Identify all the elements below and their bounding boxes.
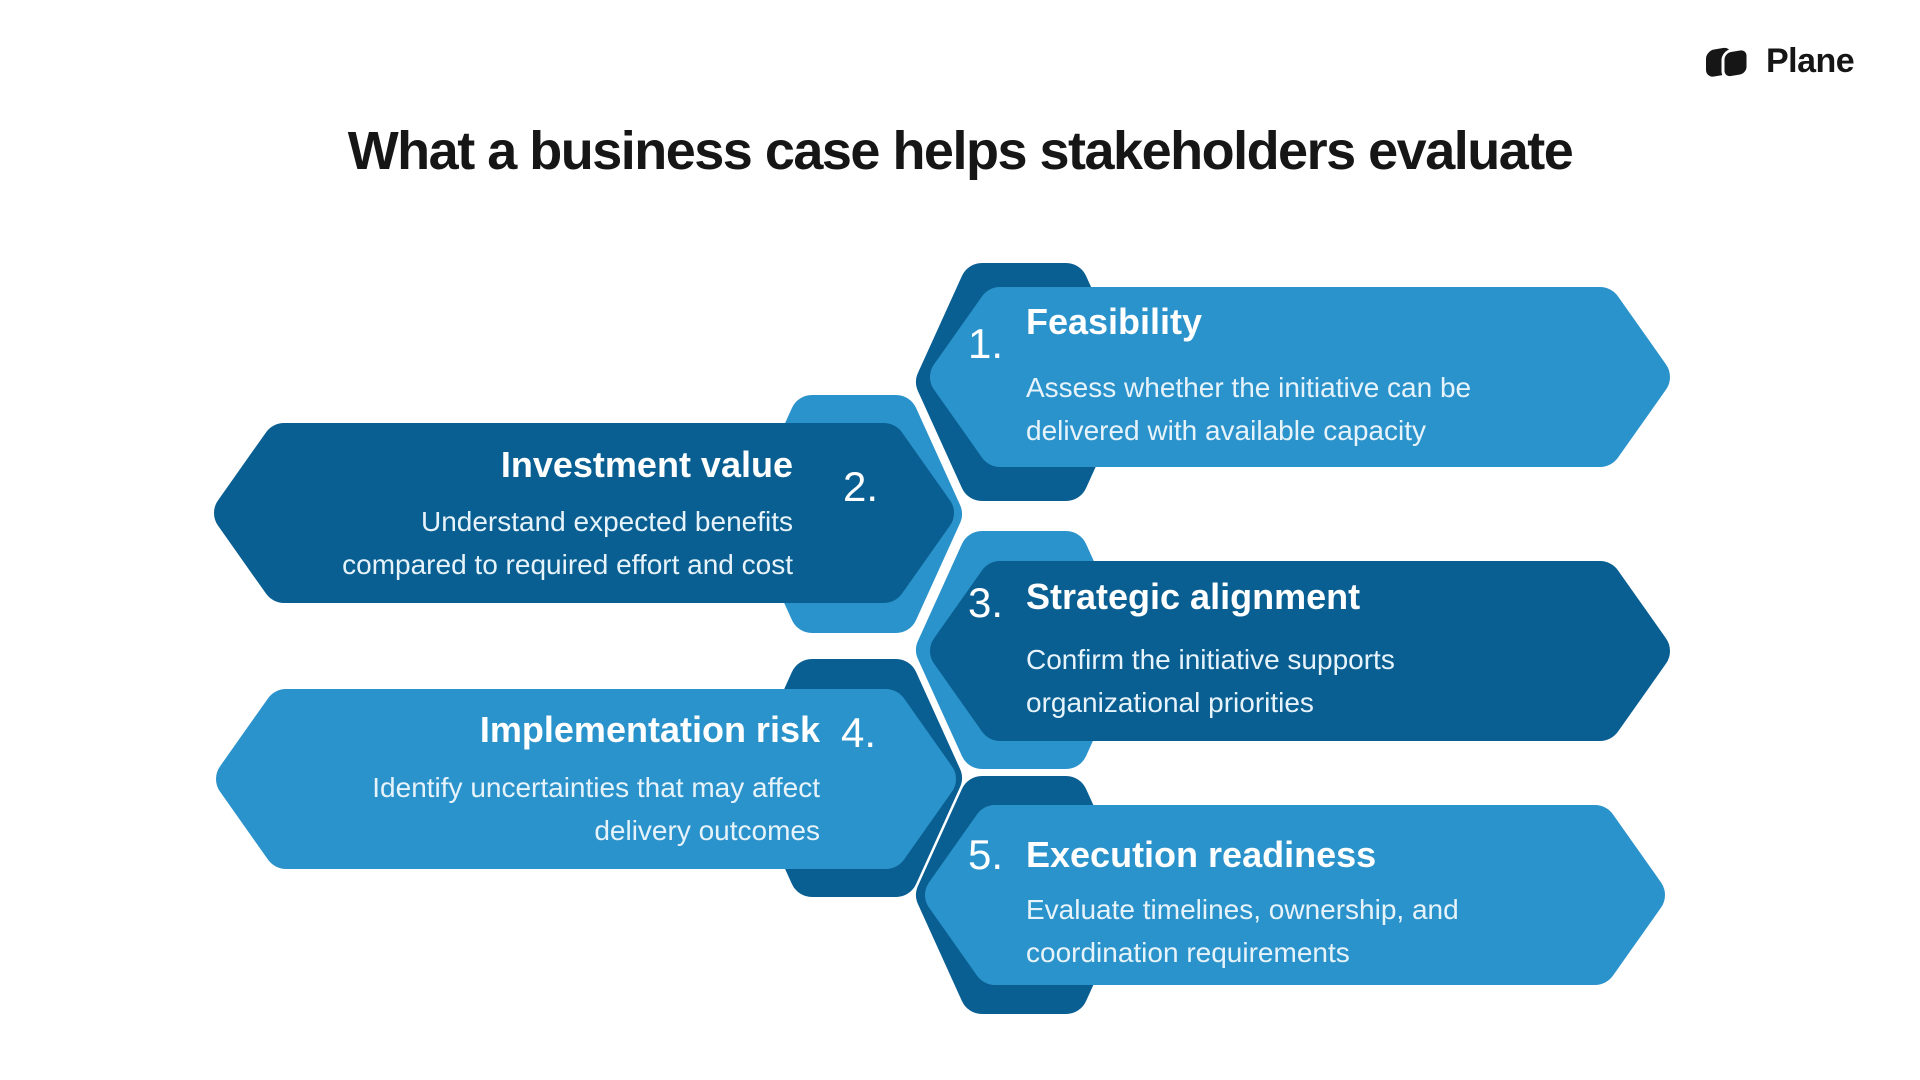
main-arrow-shape [930, 287, 1670, 467]
step-title: Strategic alignment [1026, 576, 1361, 617]
step-title: Implementation risk [479, 709, 820, 750]
page-title: What a business case helps stakeholders … [347, 121, 1574, 181]
plane-logo: Plane [1700, 40, 1855, 82]
main-arrow-shape [930, 561, 1670, 741]
plane-logo-text: Plane [1766, 41, 1855, 80]
step-description: Identify uncertainties that may affect d… [372, 772, 820, 846]
plane-logo-icon [1706, 47, 1750, 80]
step-title: Feasibility [1026, 301, 1203, 342]
main-arrow-shape [216, 689, 956, 869]
main-arrow-shape [925, 805, 1665, 985]
step-title: Investment value [500, 444, 793, 485]
step-number: 5. [968, 831, 1004, 878]
main-arrow-shape [214, 423, 954, 603]
step-title: Execution readiness [1026, 834, 1377, 875]
step-description: Understand expected benefits compared to… [342, 506, 793, 580]
step-number: 3. [968, 579, 1004, 626]
step-number: 4. [840, 709, 876, 756]
step-number: 1. [968, 320, 1004, 367]
step-description: Evaluate timelines, ownership, and coord… [1026, 894, 1459, 968]
step-description: Confirm the initiative supports organiza… [1026, 644, 1395, 718]
step-description: Assess whether the initiative can be del… [1026, 372, 1472, 446]
step-number: 2. [842, 463, 878, 510]
